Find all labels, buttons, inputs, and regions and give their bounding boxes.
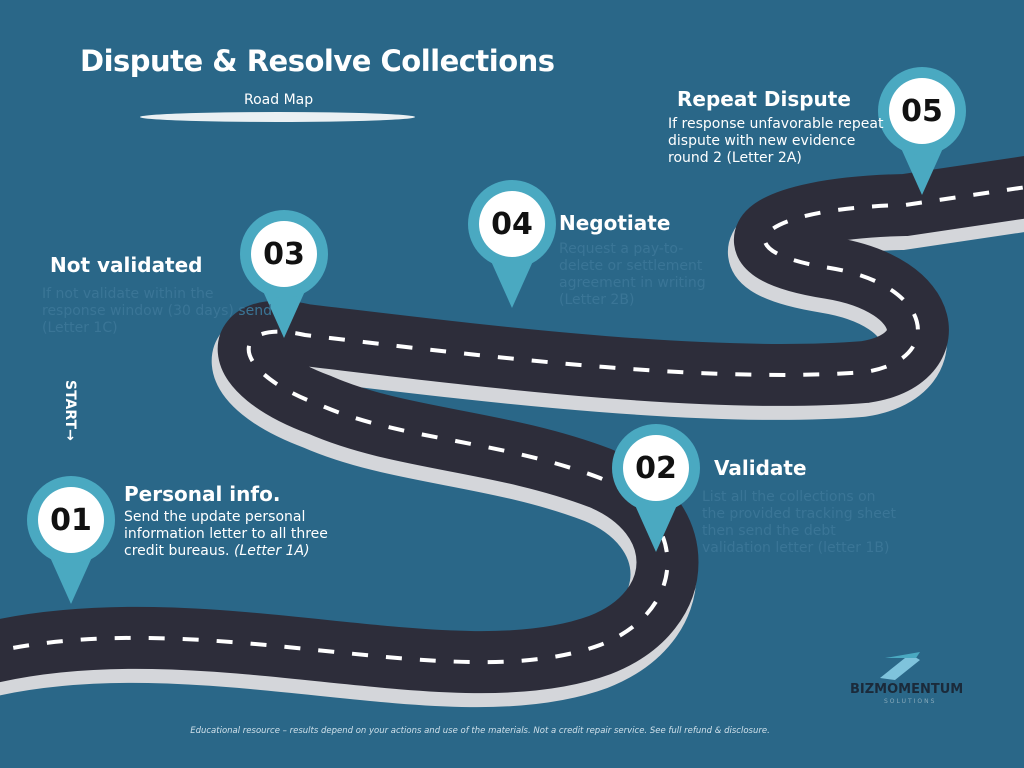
brush-underline (140, 112, 415, 122)
step-04-text: Request a pay-to-delete or settlement ag… (559, 241, 706, 308)
pin-step-03: 03 (240, 210, 328, 340)
disclaimer-footer: Educational resource – results depend on… (190, 726, 770, 736)
step-02-title: Validate (714, 456, 807, 480)
company-logo: BIZMOMENTUM SOLUTIONS (850, 648, 963, 708)
logo-mark-icon (880, 652, 920, 680)
step-03-text: If not validate within the response wind… (42, 286, 272, 336)
pin-step-04: 04 (468, 180, 556, 310)
pin-step-02: 02 (612, 424, 700, 554)
page-subtitle: Road Map (244, 92, 314, 108)
pin-step-05: 05 (878, 67, 966, 197)
step-01-text: Send the update personal information let… (124, 509, 328, 559)
pin-step-01: 01 (27, 476, 115, 606)
step-03-title: Not validated (50, 253, 203, 277)
step-02-text: List all the collections on the provided… (702, 489, 896, 556)
start-label: START→ (62, 380, 78, 441)
page-title: Dispute & Resolve Collections (80, 44, 555, 78)
step-05-title: Repeat Dispute (677, 87, 851, 111)
step-05-text: If response unfavorable repeat dispute w… (668, 116, 884, 166)
step-01-title: Personal info. (124, 482, 281, 506)
step-04-title: Negotiate (559, 211, 671, 235)
